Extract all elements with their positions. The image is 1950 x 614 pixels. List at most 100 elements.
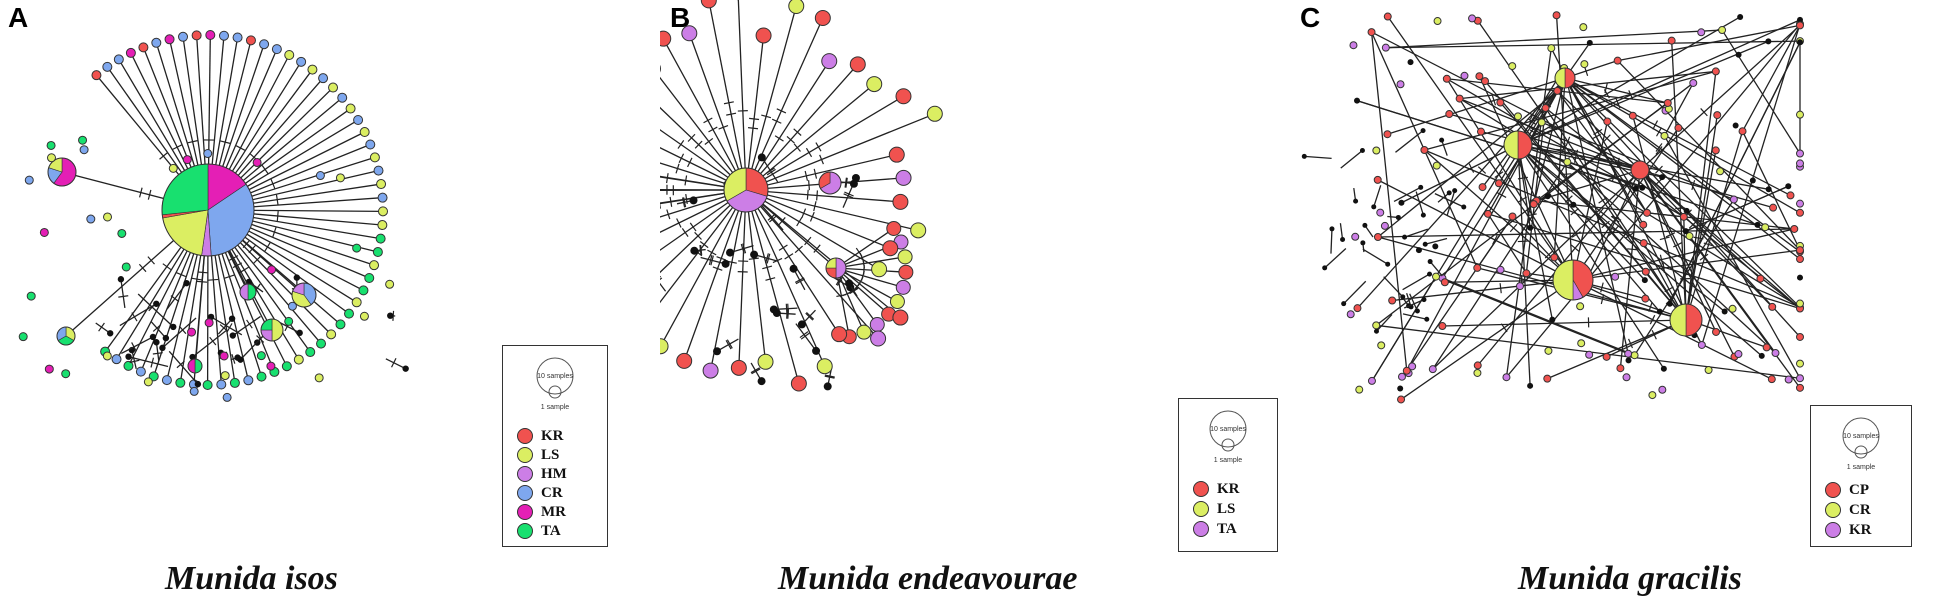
haplotype-node [335,319,346,330]
network-edge [1370,32,1408,371]
haplotype-node [243,375,254,386]
network-edge [757,201,784,231]
median-vector [153,339,160,346]
haplotype-node [47,157,77,187]
haplotype-node [1729,195,1738,204]
network-edge [1639,169,1717,333]
median-vector [159,344,166,352]
haplotype-node [1734,350,1743,359]
haplotype-node [1481,77,1490,86]
mutation-tick [1468,163,1475,173]
network-edge [660,189,747,304]
network-edge [745,83,875,191]
median-vector [772,309,781,318]
haplotype-node [1428,365,1437,374]
haplotype-node [1355,385,1364,394]
haplotype-node [1685,232,1694,241]
network-edge [660,282,667,292]
haplotype-node [376,179,387,190]
haplotype-node [1796,208,1804,217]
haplotype-node [1483,209,1492,218]
haplotype-node [296,56,307,67]
sample-size-scale: 10 samples 1 sample [1209,410,1247,464]
haplotype-node [1367,376,1376,385]
network-edge [745,189,880,270]
network-edge [660,129,747,191]
network-edge [232,315,261,337]
network-edge [745,154,897,191]
haplotype-node [1402,366,1411,375]
network-edge [1392,279,1574,302]
haplotype-node [24,175,34,185]
median-vector [1322,265,1328,271]
haplotype-node [79,145,89,155]
haplotype-node [1796,359,1804,368]
haplotype-node [1796,149,1804,158]
legend-item-ta: TA [1193,519,1237,539]
median-vector [1414,308,1420,314]
haplotype-node [1738,127,1747,136]
haplotype-node [1613,56,1622,65]
network-edge [729,244,754,254]
haplotype-node [1639,220,1648,229]
mutation-tick [1581,214,1592,219]
haplotype-node [91,70,102,81]
network-edge [1324,248,1347,269]
mutation-tick [848,287,858,294]
mutation-tick [666,209,671,220]
network-edge [660,189,747,191]
haplotype-node [372,247,383,258]
mutation-tick [242,239,251,249]
network-edge [660,106,747,191]
haplotype-node [117,228,127,238]
haplotype-node [755,27,772,44]
haplotype-node [316,338,327,349]
network-edge [716,338,739,352]
haplotype-node [1494,179,1503,188]
haplotype-node [1522,269,1531,278]
mutation-tick [805,312,814,321]
haplotype-node [39,227,49,237]
network-edge [761,157,779,183]
haplotype-node [1544,346,1553,355]
network-edge [1304,155,1332,160]
haplotype-node [252,157,262,167]
haplotype-node [1349,41,1358,50]
panel-letter: B [670,2,691,33]
network-edge [1395,130,1424,153]
mutation-tick [815,142,822,152]
network-edge [1459,70,1716,100]
haplotype-node [220,371,230,381]
network-edge [745,189,767,362]
haplotype-node [1440,278,1449,287]
haplotype-node [1648,391,1657,400]
median-vector [1420,128,1426,134]
mutation-tick [264,242,271,252]
network-edge [835,267,906,273]
mutation-tick [676,218,682,228]
mutation-tick [710,255,714,266]
median-vector [229,332,237,339]
mutation-tick [224,274,235,279]
haplotype-node [1460,71,1469,80]
haplotype-node [232,32,243,43]
median-vector [1527,224,1534,231]
median-vector [1421,297,1427,303]
mutation-tick [804,170,809,181]
haplotype-node [1713,111,1722,120]
haplotype-node [245,35,256,46]
network-edge [1424,149,1801,308]
mutation-tick [707,249,717,256]
haplotype-node [1711,146,1720,155]
mutation-tick [681,228,689,237]
haplotype-node [1502,373,1511,382]
mutation-tick [844,177,848,188]
median-vector [1586,39,1593,46]
haplotype-node [222,392,232,402]
network-edge [1442,319,1687,327]
mutation-tick [226,323,233,333]
legend: 10 samples 1 sample CP CR KR [1810,405,1912,547]
mutation-tick [794,277,805,283]
haplotype-node [1796,199,1804,208]
haplotype-node [1756,274,1765,283]
